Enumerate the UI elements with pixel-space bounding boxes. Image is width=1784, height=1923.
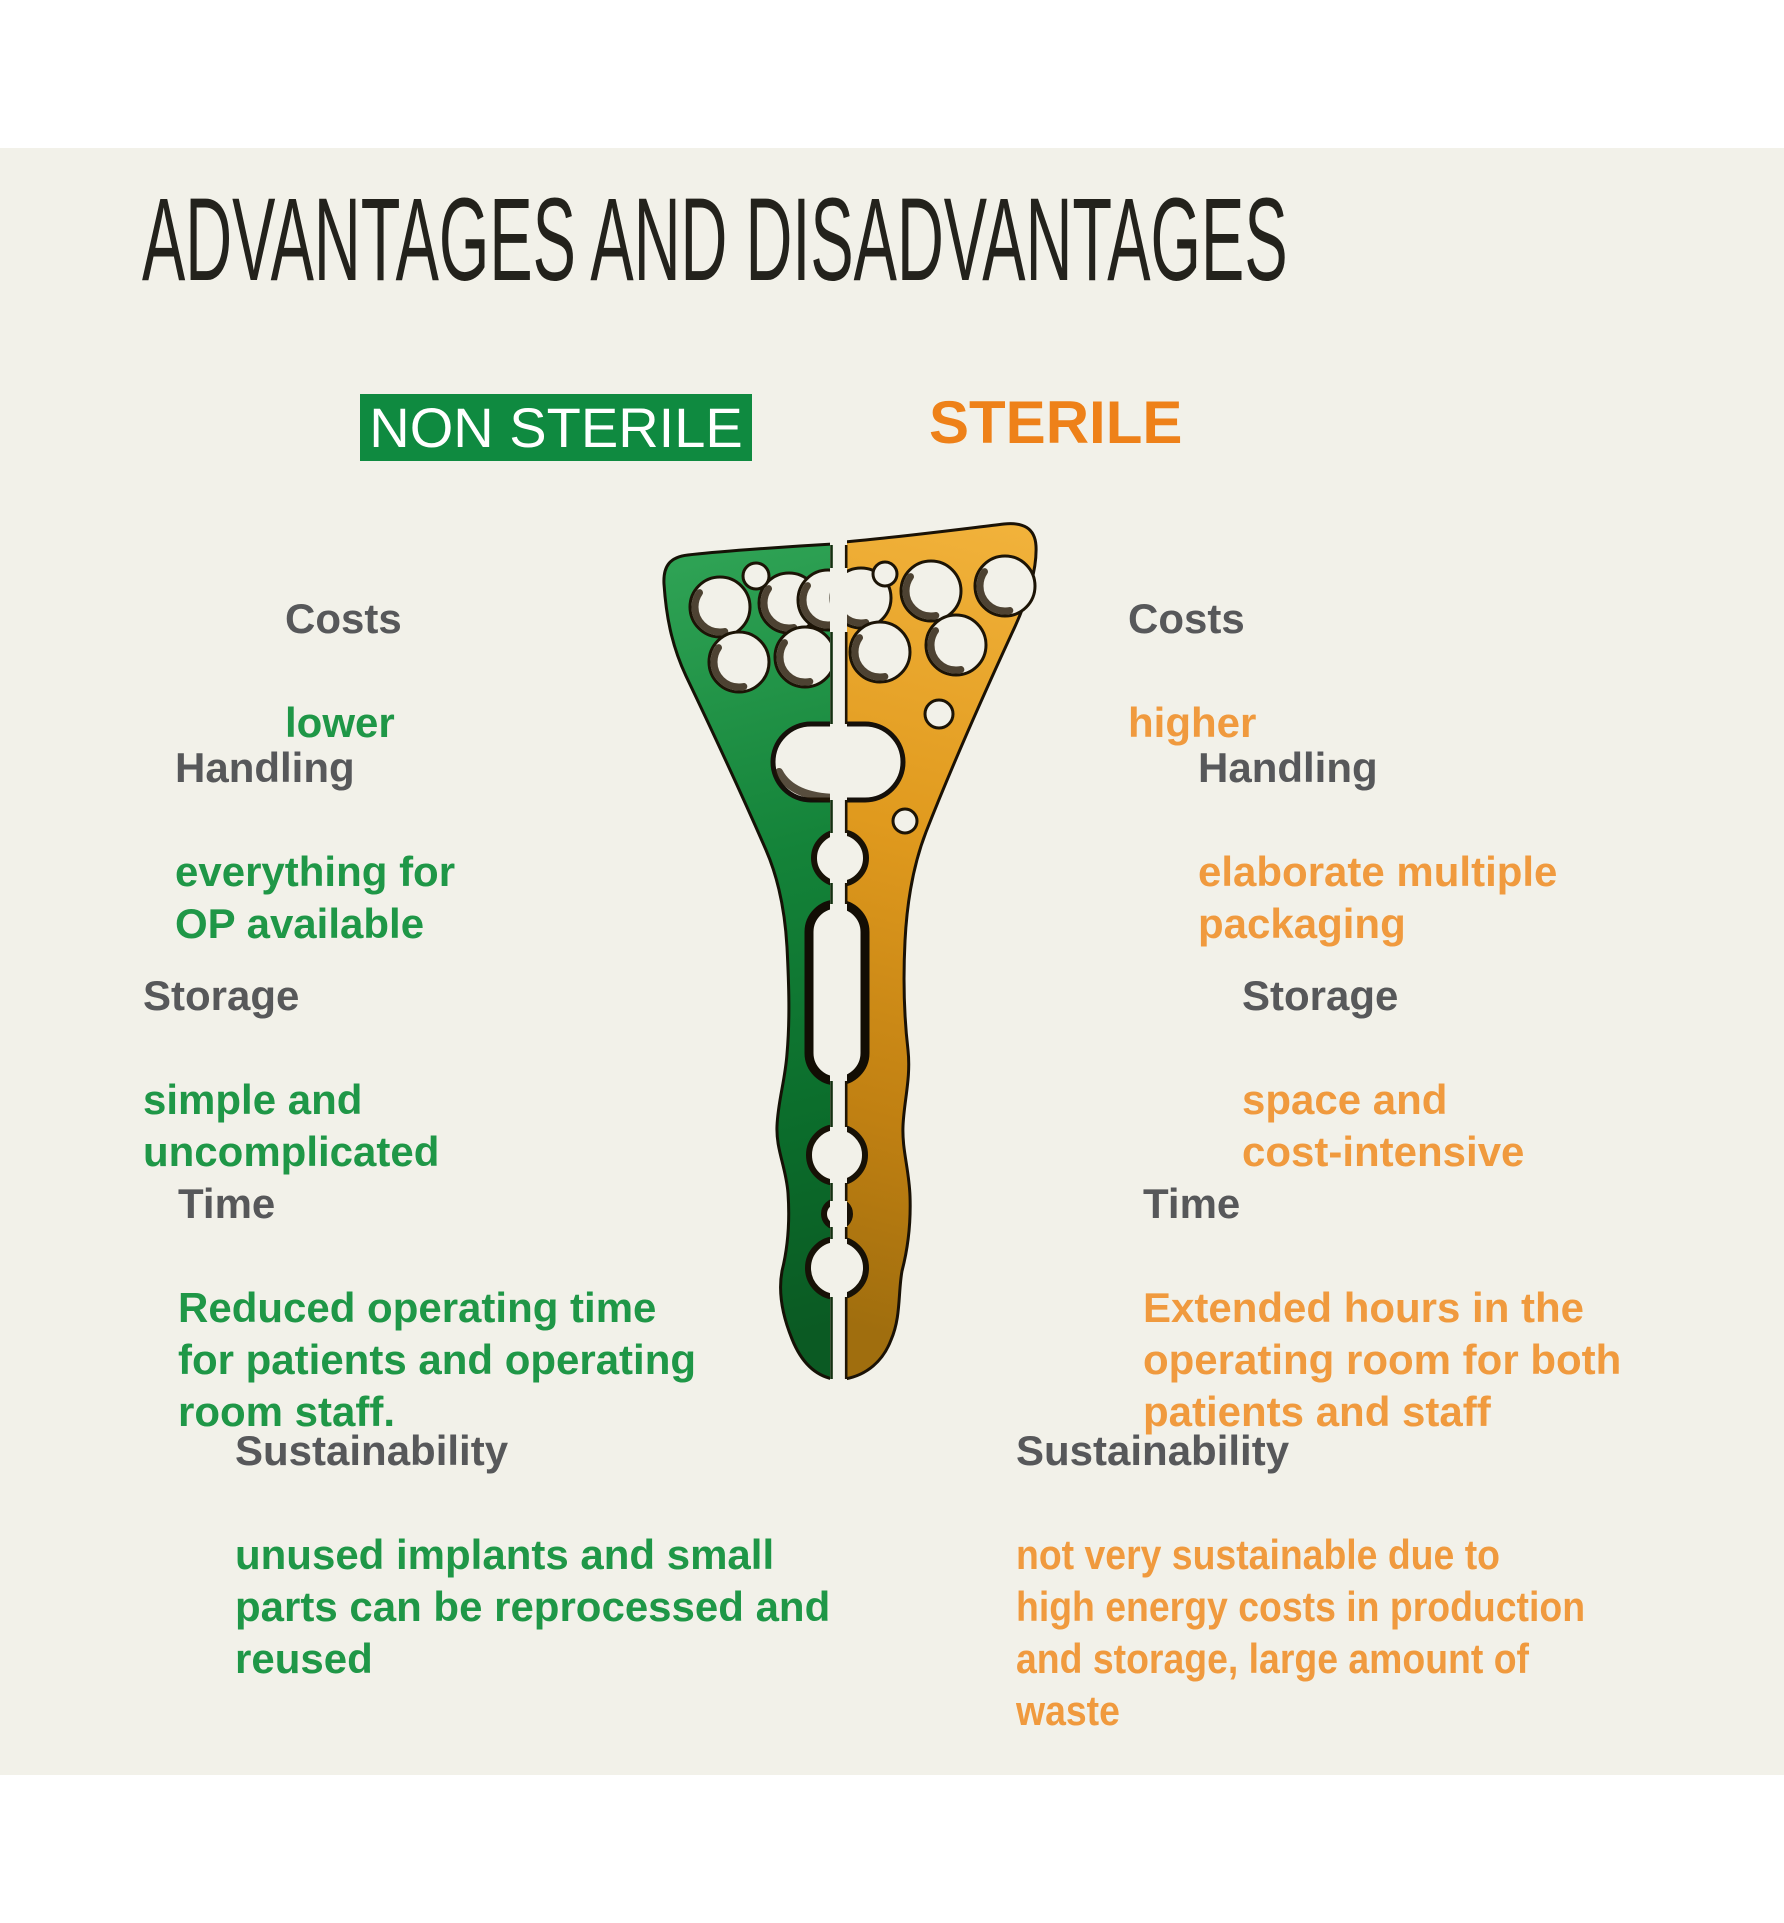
advantage-item-handling: Handling everything for OP available (175, 690, 455, 1002)
item-value: not very sustainable due to high energy … (1016, 1531, 1586, 1734)
non-sterile-header-label: NON STERILE (369, 396, 743, 459)
item-label: Sustainability (235, 1427, 509, 1474)
disadvantage-item-sustainability: Sustainability not very sustainable due … (1016, 1373, 1655, 1737)
item-value: lower (285, 699, 395, 746)
disadvantage-item-time: Time Extended hours in the operating roo… (1143, 1126, 1621, 1490)
item-label: Handling (1198, 744, 1378, 791)
advantage-item-costs: Costs lower (285, 541, 402, 801)
item-value: everything for OP available (175, 848, 456, 947)
item-label: Handling (175, 744, 355, 791)
sterile-header-label: STERILE (929, 389, 1183, 456)
disadvantage-item-storage: Storage space and cost-intensive (1242, 918, 1524, 1230)
item-value: simple and uncomplicated (143, 1076, 440, 1175)
page-title: ADVANTAGES AND DISADVANTAGES (142, 174, 1288, 306)
item-label: Time (178, 1180, 276, 1227)
disadvantage-item-handling: Handling elaborate multiple packaging (1198, 690, 1557, 1002)
item-label: Storage (143, 972, 300, 1019)
item-value: elaborate multiple packaging (1198, 848, 1558, 947)
advantage-item-sustainability: Sustainability unused implants and small… (235, 1373, 830, 1737)
advantage-item-time: Time Reduced operating time for patients… (178, 1126, 696, 1490)
item-value: space and cost-intensive (1242, 1076, 1525, 1175)
item-value: higher (1128, 699, 1257, 746)
item-label: Costs (1128, 595, 1245, 642)
non-sterile-header-badge: NON STERILE (360, 394, 752, 461)
item-value: Reduced operating time for patients and … (178, 1284, 697, 1435)
advantage-item-storage: Storage simple and uncomplicated (143, 918, 439, 1230)
item-value: unused implants and small parts can be r… (235, 1531, 831, 1682)
item-label: Storage (1242, 972, 1399, 1019)
item-label: Sustainability (1016, 1427, 1290, 1474)
item-label: Costs (285, 595, 402, 642)
item-label: Time (1143, 1180, 1241, 1227)
item-value: Extended hours in the operating room for… (1143, 1284, 1622, 1435)
disadvantage-item-costs: Costs higher (1128, 541, 1256, 801)
